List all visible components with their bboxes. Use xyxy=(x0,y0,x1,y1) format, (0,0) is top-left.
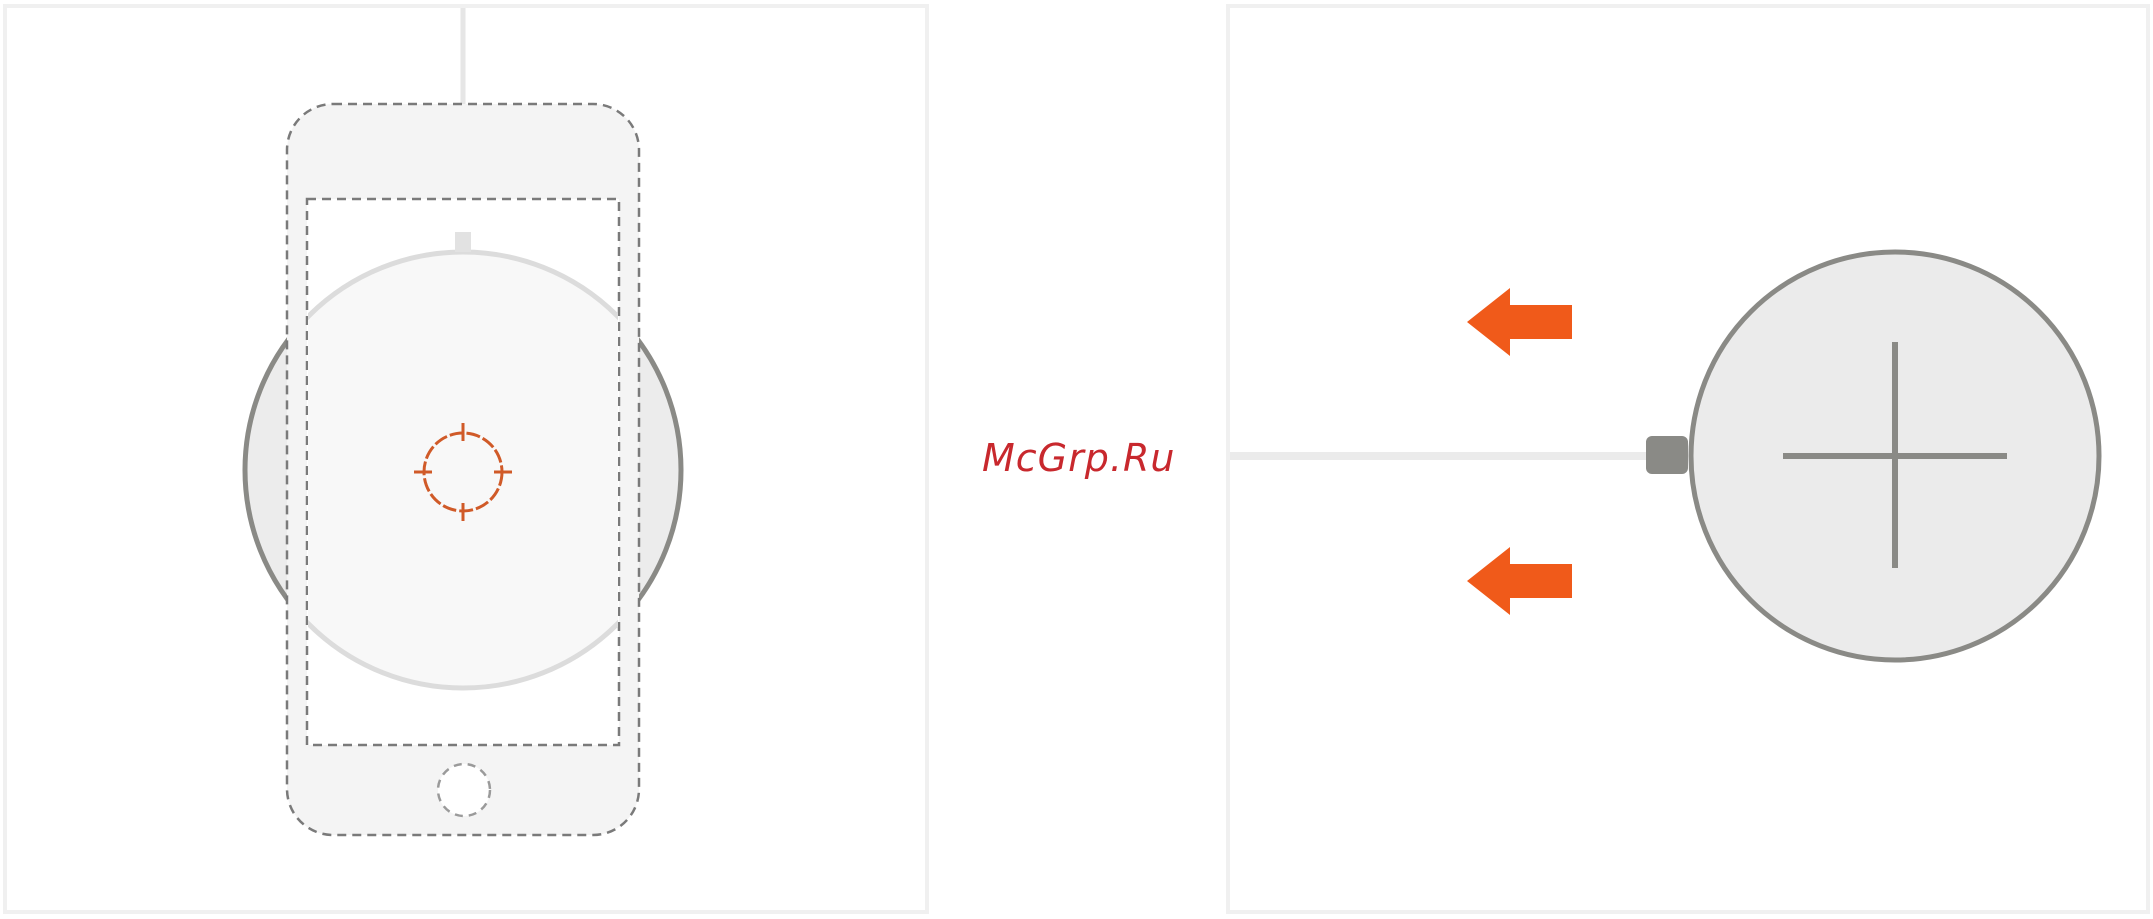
charger-connection-illustration xyxy=(1230,8,2146,910)
left-diagram-panel xyxy=(3,4,929,914)
phone-on-charger-illustration xyxy=(7,8,925,910)
watermark-text: McGrp.Ru xyxy=(982,436,1175,480)
charger-connector-tab xyxy=(455,232,471,252)
home-button xyxy=(438,764,490,816)
arrow-left-icon xyxy=(1467,547,1572,615)
charger-pad-through-screen xyxy=(245,252,681,688)
cable-connector xyxy=(1646,436,1688,474)
right-diagram-panel xyxy=(1226,4,2150,914)
arrow-left-icon xyxy=(1467,288,1572,356)
